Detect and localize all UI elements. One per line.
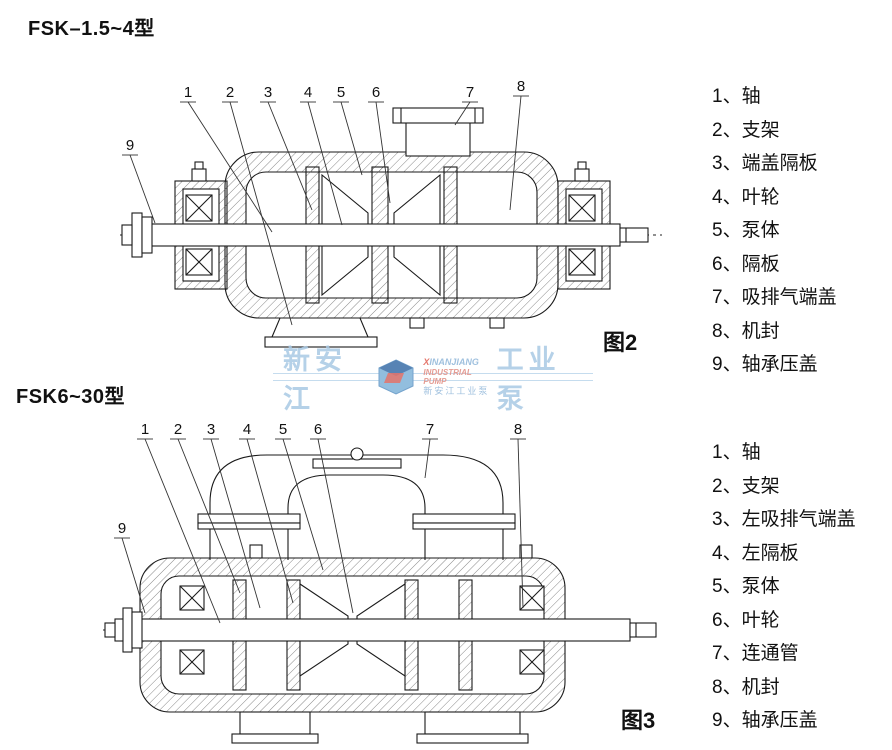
part-item: 6、隔板 (712, 253, 780, 275)
watermark-right-text: 工业泵 (496, 345, 561, 414)
part-item: 7、连通管 (712, 643, 799, 664)
part-item: 3、左吸排气端盖 (712, 509, 856, 530)
svg-text:5: 5 (337, 84, 345, 101)
part-item: 9、轴承压盖 (712, 354, 818, 375)
callout-2: 2 (222, 84, 293, 326)
left-bearing (179, 585, 205, 675)
figure1-caption: 图2 (603, 330, 638, 355)
callout-2: 2 (170, 421, 241, 594)
part-item: 7、吸排气端盖 (712, 287, 837, 308)
svg-text:9: 9 (118, 520, 126, 537)
part-item: 8、机封 (712, 320, 780, 342)
connecting-pipe (197, 447, 516, 560)
bearing-cover (121, 212, 153, 258)
callout-5: 5 (333, 84, 363, 176)
bearing-cover (122, 607, 143, 653)
callout-5: 5 (275, 421, 324, 571)
callout-8: 8 (510, 421, 526, 609)
part-item: 1、轴 (712, 86, 761, 107)
shaft (149, 223, 649, 247)
right-bearing (519, 585, 545, 675)
part-item: 5、泵体 (712, 220, 780, 241)
part-item: 5、泵体 (712, 576, 780, 597)
svg-text:1: 1 (141, 421, 149, 438)
part-item: 2、支架 (712, 119, 780, 141)
svg-text:1: 1 (184, 84, 192, 101)
watermark-line1: XINANJIANG (423, 357, 479, 368)
callout-4: 4 (239, 421, 294, 604)
figure1-parts-list: 1、轴 2、支架 3、端盖隔板 4、叶轮 5、泵体 6、隔板 7、吸排气端盖 8… (712, 86, 837, 388)
svg-text:3: 3 (207, 421, 215, 438)
svg-text:5: 5 (279, 421, 287, 438)
svg-text:8: 8 (517, 78, 525, 95)
part-item: 9、轴承压盖 (712, 710, 818, 731)
callout-1: 1 (180, 84, 273, 233)
shaft (104, 618, 657, 642)
part-item: 1、轴 (712, 442, 761, 463)
svg-text:2: 2 (174, 421, 182, 438)
svg-text:7: 7 (466, 84, 474, 101)
callout-3: 3 (203, 421, 261, 609)
svg-text:4: 4 (304, 84, 312, 101)
watermark-line3: 新安江工业泵 (423, 386, 490, 397)
watermark: 新安江 XINANJIANG INDUSTRIAL PUMP 新安江工业泵 工业… (273, 345, 593, 414)
callout-8: 8 (509, 78, 529, 211)
svg-text:8: 8 (514, 421, 522, 438)
callout-3: 3 (260, 84, 313, 211)
suction-discharge-port (392, 107, 484, 157)
callout-9: 9 (114, 520, 146, 614)
watermark-small-text: XINANJIANG INDUSTRIAL PUMP 新安江工业泵 (423, 357, 489, 396)
svg-text:9: 9 (126, 137, 134, 154)
figure2-pump-drawing: 1 2 3 4 5 6 7 8 9 (103, 421, 657, 744)
watermark-lines (273, 373, 593, 381)
svg-text:7: 7 (426, 421, 434, 438)
callout-7: 7 (422, 421, 438, 479)
figure2-title: FSK6~30型 (16, 386, 126, 408)
part-item: 8、机封 (712, 676, 780, 698)
support-foot (264, 317, 505, 348)
part-item: 3、端盖隔板 (712, 153, 818, 174)
callout-7: 7 (454, 84, 478, 126)
callout-6: 6 (368, 84, 391, 204)
svg-text:3: 3 (264, 84, 272, 101)
part-item: 6、叶轮 (712, 609, 780, 631)
brand-logo-icon (376, 359, 416, 395)
callout-4: 4 (300, 84, 343, 226)
callout-1: 1 (137, 421, 221, 624)
svg-text:4: 4 (243, 421, 251, 438)
svg-text:2: 2 (226, 84, 234, 101)
figure1-pump-drawing: 1 2 3 4 5 6 7 8 9 (120, 78, 662, 348)
callout-6: 6 (310, 421, 354, 614)
part-item: 2、支架 (712, 475, 780, 497)
support-feet (231, 711, 529, 744)
watermark-left-text: 新安江 (283, 345, 347, 414)
watermark-line2: INDUSTRIAL PUMP (423, 367, 472, 386)
part-item: 4、左隔板 (712, 542, 799, 564)
callout-9: 9 (122, 137, 156, 224)
svg-text:6: 6 (372, 84, 380, 101)
figure2-caption: 图3 (621, 708, 656, 733)
figure2-parts-list: 1、轴 2、支架 3、左吸排气端盖 4、左隔板 5、泵体 6、叶轮 7、连通管 … (712, 442, 856, 744)
part-item: 4、叶轮 (712, 186, 780, 208)
svg-text:6: 6 (314, 421, 322, 438)
figure1-title: FSK–1.5~4型 (28, 18, 155, 40)
